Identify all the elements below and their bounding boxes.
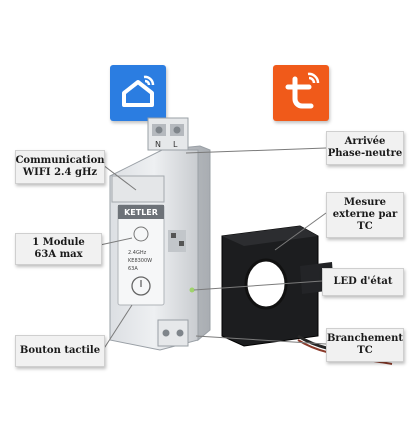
callout-arrivee: Arrivée Phase-neutre xyxy=(326,131,404,165)
callout-text: TC xyxy=(357,221,373,232)
callout-text: 63A max xyxy=(34,249,83,260)
callout-text: Mesure xyxy=(344,197,386,208)
brand-logo-text: KETLER xyxy=(124,208,158,217)
callout-module: 1 Module 63A max xyxy=(15,233,102,265)
callout-text: Branchement xyxy=(326,333,404,344)
module-text-line: KE8300W xyxy=(128,258,152,264)
din-module: N L KETLER 2.4GHz KE8300W 63A xyxy=(109,117,211,351)
callout-text: LED d'état xyxy=(333,276,393,287)
smart-home-app-icon xyxy=(110,65,166,121)
callout-text: Arrivée xyxy=(344,136,386,147)
callout-text: 1 Module xyxy=(32,237,85,248)
leader-lines xyxy=(99,147,327,351)
callout-text: TC xyxy=(357,345,373,356)
callout-text: Phase-neutre xyxy=(327,148,403,159)
callout-text: Communication xyxy=(15,155,105,166)
callout-text: WIFI 2.4 gHz xyxy=(22,167,98,178)
callout-communication: Communication WIFI 2.4 gHz xyxy=(15,150,105,184)
callout-led-etat: LED d'état xyxy=(322,268,404,296)
terminal-n-label: N xyxy=(155,140,161,149)
module-text-line: 63A xyxy=(128,266,138,272)
terminal-l-label: L xyxy=(173,140,178,149)
callout-bouton-tactile: Bouton tactile xyxy=(15,335,105,367)
module-text-line: 2.4GHz xyxy=(128,250,147,256)
callout-mesure: Mesure externe par TC xyxy=(326,192,404,238)
tuya-app-icon xyxy=(273,65,329,121)
callout-text: externe par xyxy=(332,209,398,220)
callout-branchement: Branchement TC xyxy=(326,328,404,362)
callout-text: Bouton tactile xyxy=(19,345,101,356)
current-transformer xyxy=(221,225,393,365)
